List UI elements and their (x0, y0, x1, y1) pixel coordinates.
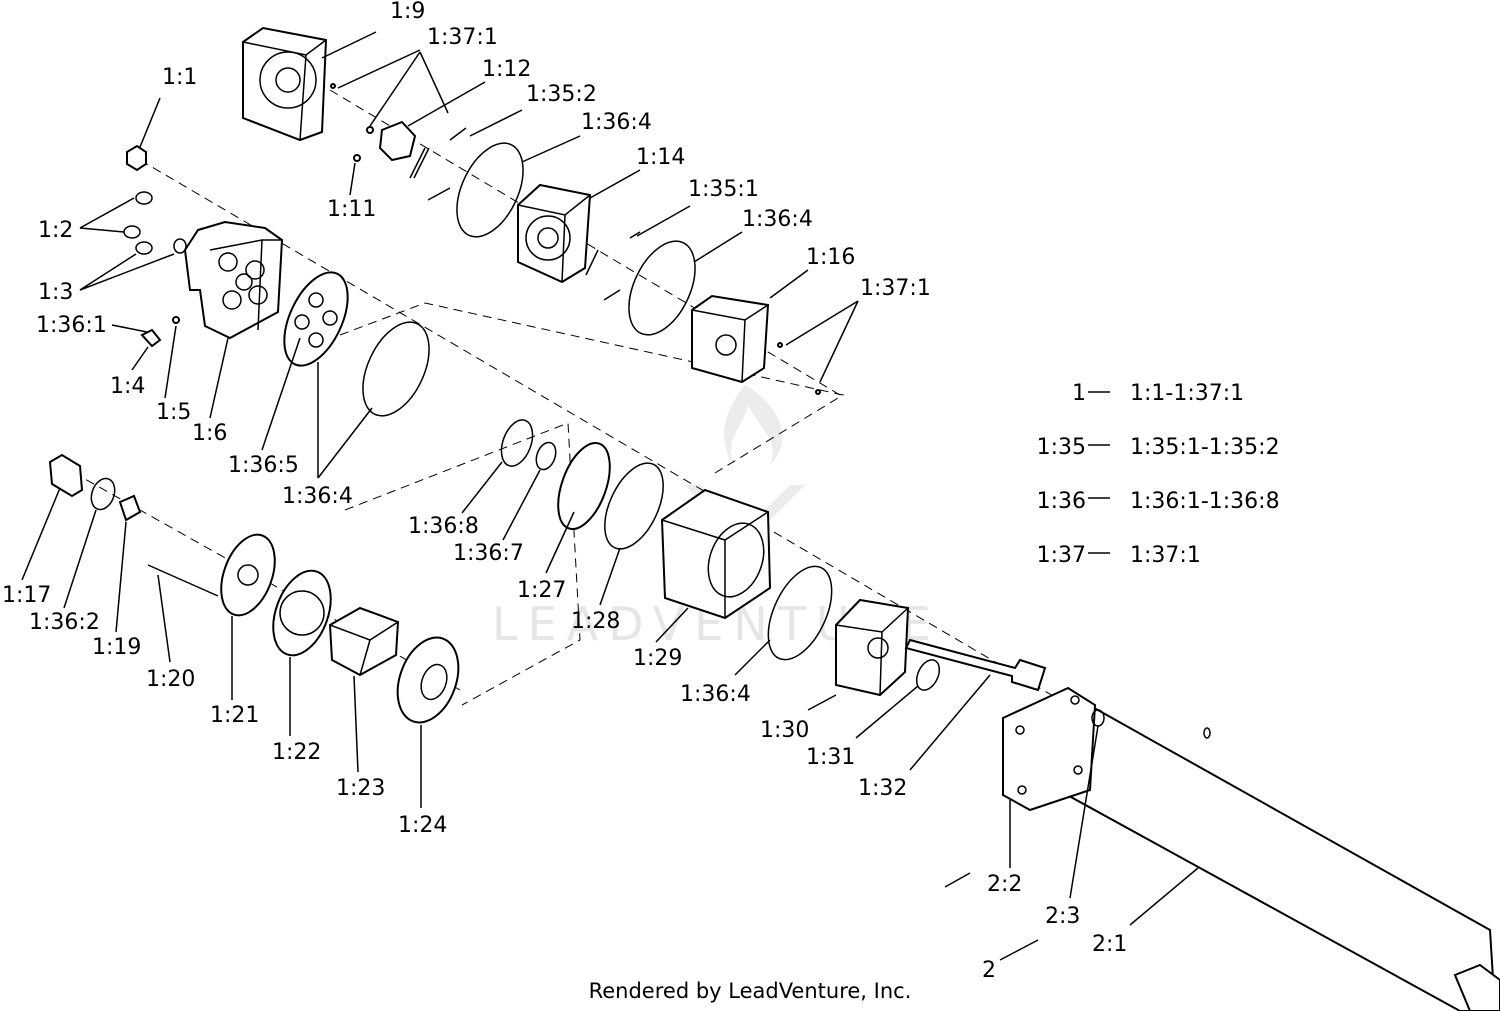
label-1-20: 1:20 (146, 667, 195, 692)
callout-labels: 1:9 1:37:1 1:1 1:12 1:35:2 1:36:4 1:14 1… (2, 0, 1127, 983)
part-1-24-rotor-hub (396, 636, 460, 724)
part-1-12-spool (330, 83, 417, 162)
label-1-11: 1:11 (327, 197, 376, 222)
label-1-36-4-d: 1:36:4 (680, 682, 751, 707)
part-1-31-seal (915, 659, 941, 691)
label-1-35-1: 1:35:1 (688, 177, 759, 202)
part-1-4-fitting (140, 328, 162, 348)
part-1-30-end-cover (835, 598, 910, 697)
part-1-14-valve-housing (517, 183, 592, 284)
part-1-22-stator (272, 569, 332, 657)
label-1-21: 1:21 (210, 703, 259, 728)
part-2-1-tube (1039, 698, 1500, 1011)
part-1-36-4-oring-c (362, 321, 430, 417)
label-1-16: 1:16 (806, 245, 855, 270)
part-1-21-wear-plate (220, 533, 276, 617)
part-1-16-end-plate (691, 294, 821, 395)
label-1-36-4-a: 1:36:4 (581, 110, 652, 135)
label-1-9: 1:9 (390, 0, 425, 24)
label-2-3: 2:3 (1045, 904, 1080, 929)
label-1-5: 1:5 (156, 400, 191, 425)
footer-credit: Rendered by LeadVenture, Inc. (589, 979, 912, 1003)
part-1-6-housing (183, 220, 284, 340)
label-1-19: 1:19 (92, 635, 141, 660)
label-1-36-5: 1:36:5 (228, 453, 299, 478)
label-1-31: 1:31 (806, 745, 855, 770)
part-1-36-7-washer (535, 441, 557, 471)
label-1-36-7: 1:36:7 (453, 541, 524, 566)
legend-key-1: 1 (1072, 381, 1086, 406)
part-1-29-bearing-housing (660, 488, 772, 620)
label-1-35-2: 1:35:2 (526, 82, 597, 107)
label-1-29: 1:29 (633, 646, 682, 671)
leader-lines (21, 31, 1199, 961)
legend-range-1-37: 1:37:1 (1130, 543, 1201, 568)
label-1-28: 1:28 (571, 609, 620, 634)
part-1-28-oring (604, 462, 664, 550)
label-1-3: 1:3 (38, 280, 73, 305)
part-1-36-5-gasket (283, 271, 349, 367)
left-assembly-small-parts (48, 453, 219, 597)
label-1-1: 1:1 (162, 65, 197, 90)
springs (409, 127, 641, 301)
label-1-36-4-c: 1:36:4 (282, 484, 353, 509)
part-1-27-thrust-bearing (557, 442, 611, 530)
part-hole (1203, 727, 1211, 739)
part-1-32-drive-shaft (904, 638, 1047, 692)
label-2-2: 2:2 (987, 872, 1022, 897)
part-1-36-4-oring-b (628, 240, 696, 336)
label-1-30: 1:30 (760, 718, 809, 743)
legend-range-1: 1:1-1:37:1 (1130, 381, 1244, 406)
part-1-36-4-oring-d (767, 565, 833, 661)
label-1-36-2: 1:36:2 (29, 610, 100, 635)
label-1-36-4-b: 1:36:4 (742, 207, 813, 232)
legend-key-1-35: 1:35 (1037, 435, 1086, 460)
label-1-27: 1:27 (517, 578, 566, 603)
part-1-36-4-oring-a (456, 142, 524, 238)
part-1-9-valve-plate (242, 26, 328, 142)
legend-key-1-36: 1:36 (1037, 489, 1086, 514)
legend-key-1-37: 1:37 (1037, 543, 1086, 568)
label-1-36-8: 1:36:8 (408, 514, 479, 539)
label-1-2: 1:2 (38, 218, 73, 243)
label-1-22: 1:22 (272, 740, 321, 765)
label-1-17: 1:17 (2, 583, 51, 608)
label-1-12: 1:12 (482, 57, 531, 82)
part-1-36-8-seal (500, 419, 534, 467)
label-1-14: 1:14 (636, 145, 685, 170)
label-1-37-1-top: 1:37:1 (427, 25, 498, 50)
label-2-1: 2:1 (1092, 932, 1127, 957)
legend-range-1-35: 1:35:1-1:35:2 (1130, 435, 1280, 460)
assembly-legend: 1 1:1-1:37:1 1:35 1:35:1-1:35:2 1:36 1:3… (1037, 381, 1280, 568)
label-1-24: 1:24 (398, 813, 447, 838)
small-seals (123, 144, 187, 255)
label-1-36-1: 1:36:1 (36, 313, 107, 338)
label-1-6: 1:6 (192, 421, 227, 446)
label-1-23: 1:23 (336, 776, 385, 801)
label-1-37-1-right: 1:37:1 (860, 276, 931, 301)
label-1-32: 1:32 (858, 776, 907, 801)
label-1-4: 1:4 (110, 374, 145, 399)
part-1-5-ball (172, 316, 180, 324)
label-2: 2 (982, 958, 996, 983)
part-1-23-rotor-gear (328, 606, 400, 677)
part-2-2-flange (1002, 686, 1097, 812)
legend-range-1-36: 1:36:1-1:36:8 (1130, 489, 1280, 514)
